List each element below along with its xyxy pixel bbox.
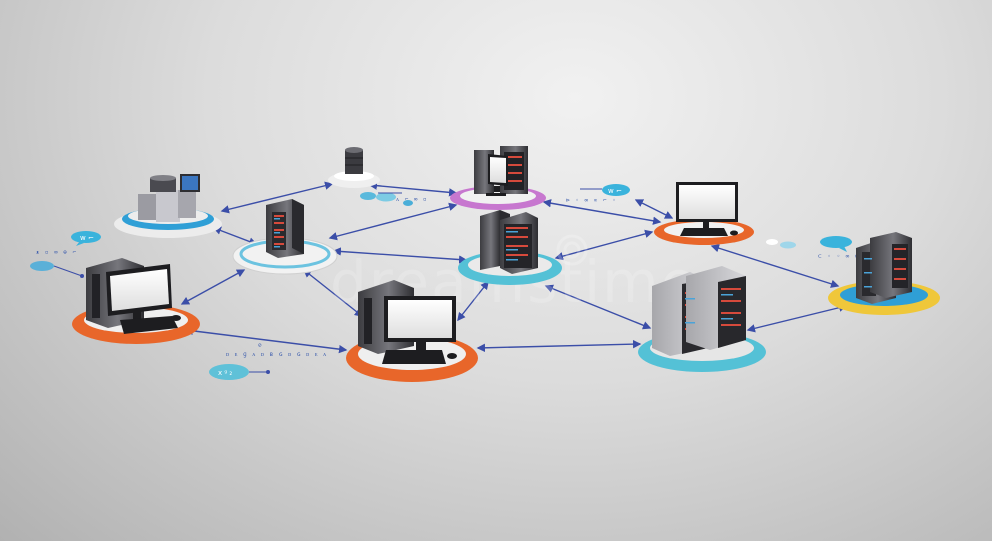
link	[328, 202, 458, 241]
floating-label-icon: ⊘	[258, 342, 263, 349]
svg-text:ᴡ ⌐: ᴡ ⌐	[80, 234, 94, 242]
floating-chat-bubble-1: ᴡ ⌐	[71, 231, 101, 246]
link	[368, 181, 458, 197]
node-workstation-purple	[450, 146, 546, 210]
link	[554, 229, 654, 261]
node-server-pair-yellow	[828, 232, 940, 315]
floating-dots	[766, 239, 796, 249]
floating-label: ⊳ ◦ ∞ ∝ ⌐ ◦	[566, 197, 617, 204]
svg-text:x ᵍ ₂: x ᵍ ₂	[218, 369, 232, 377]
link	[542, 199, 662, 225]
link	[544, 284, 652, 330]
floating-pill: x ᵍ ₂	[209, 364, 270, 380]
link	[180, 269, 246, 305]
floating-connector-top	[360, 192, 413, 206]
node-server-white	[232, 199, 338, 275]
link	[220, 181, 334, 214]
link	[302, 269, 364, 317]
link	[476, 339, 642, 353]
link	[332, 247, 468, 264]
svg-text:ᴡ ⌐: ᴡ ⌐	[608, 187, 622, 195]
floating-chat-bubble-3	[820, 236, 852, 252]
floating-label: ⊂ ◦ ◦ ∞ ⊂	[818, 253, 860, 260]
floating-label: ᴧ ⌐ ∞ ▫	[396, 196, 428, 203]
link	[746, 303, 848, 333]
node-database-cluster	[114, 174, 222, 238]
floating-label: ᴥ ▫ ∞ ⊕ ⌐	[36, 249, 77, 256]
node-database-cylinder	[328, 147, 380, 188]
node-server-pair-cyan	[458, 210, 562, 285]
link	[212, 226, 258, 246]
link	[457, 280, 489, 322]
node-desktop-orange-left	[72, 258, 200, 344]
floating-chat-bubble-2: ᴡ ⌐	[580, 184, 630, 196]
node-desktop-orange-right	[654, 182, 754, 245]
link	[634, 199, 674, 219]
network-links	[180, 181, 848, 354]
watermark-logo-icon	[556, 234, 588, 266]
node-desktop-orange-center	[346, 280, 478, 382]
floating-bubble-small	[30, 261, 84, 278]
node-server-pair-large	[638, 266, 766, 372]
floating-label: ᴅ ᴇ ɡ ᴀ ᴅ ʙ ɢ ᴅ ɢ ᴅ ᴇ ᴀ	[226, 351, 327, 358]
link	[710, 244, 840, 288]
link	[184, 326, 348, 354]
